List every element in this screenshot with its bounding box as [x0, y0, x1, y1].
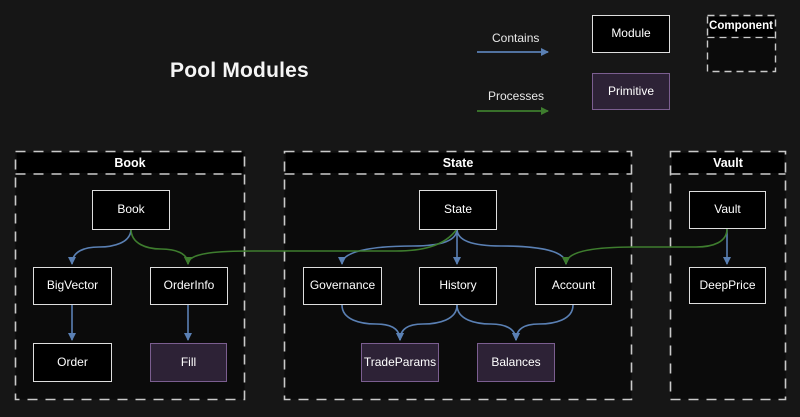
node-order: Order	[33, 343, 112, 382]
vault-group-title: Vault	[713, 156, 743, 170]
node-book: Book	[92, 190, 170, 230]
node-bigvector: BigVector	[33, 267, 112, 305]
legend-primitive-box: Primitive	[592, 73, 670, 110]
node-fill: Fill	[150, 343, 227, 382]
state-group-titlebar	[286, 153, 630, 173]
edge-state-orderinfo-processes	[184, 228, 458, 265]
node-balances: Balances	[477, 343, 555, 382]
node-state: State	[419, 190, 497, 230]
edge-history-tradeparams-contains	[396, 304, 458, 341]
node-tradeparams: TradeParams	[361, 343, 439, 382]
edge-history-balances-contains	[456, 304, 520, 341]
state-group-title: State	[442, 156, 474, 170]
page-title: Pool Modules	[170, 59, 309, 82]
edge-book-orderinfo-processes	[130, 228, 192, 265]
node-governance: Governance	[303, 267, 382, 305]
edge-state-account-contains	[456, 228, 570, 265]
edge-book-bigvector-contains	[68, 228, 132, 265]
edge-vault-account-processes	[562, 228, 728, 265]
node-vault: Vault	[689, 191, 766, 229]
edge-state-governance-contains	[338, 228, 458, 265]
node-history: History	[419, 267, 497, 305]
node-account: Account	[535, 267, 612, 305]
component-legend-titlebar	[709, 17, 774, 36]
legend-module-box: Module	[592, 15, 670, 53]
legend-contains-label: Contains	[492, 31, 540, 45]
edge-account-balances-contains	[512, 304, 574, 341]
legend-component-label: Component	[709, 20, 773, 32]
node-deepprice: DeepPrice	[689, 267, 766, 304]
book-group-titlebar	[17, 153, 243, 173]
book-group-title: Book	[114, 156, 146, 170]
vault-group-titlebar	[672, 153, 784, 173]
edge-governance-tradeparams-contains	[341, 304, 404, 341]
node-orderinfo: OrderInfo	[150, 267, 228, 305]
legend-processes-label: Processes	[488, 89, 545, 103]
